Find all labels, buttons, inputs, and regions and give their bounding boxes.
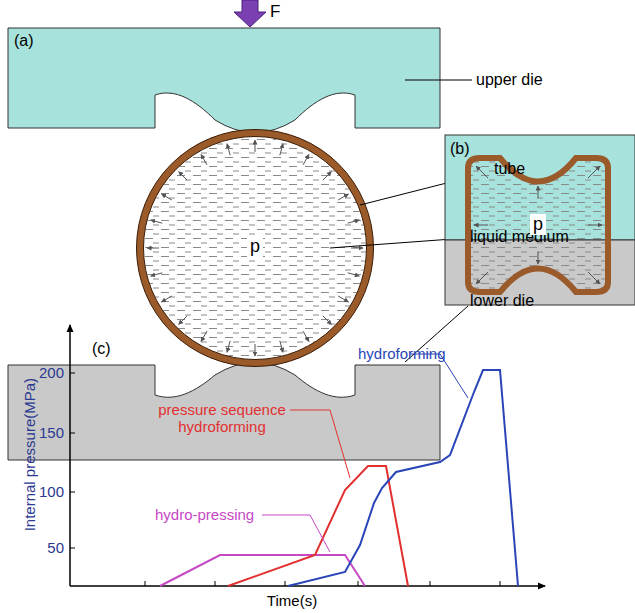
part-name: lower die bbox=[470, 292, 534, 310]
pressure-arrow bbox=[280, 341, 283, 353]
tube-wall-edge bbox=[137, 130, 374, 367]
force-arrow bbox=[234, 0, 266, 27]
leader-line bbox=[405, 80, 472, 81]
tick-label: 150 bbox=[39, 424, 64, 441]
part-name: tube bbox=[494, 160, 525, 178]
pressure-arrow bbox=[179, 172, 188, 181]
pressure-symbol: p bbox=[530, 214, 546, 235]
pressure-arrow bbox=[147, 248, 159, 249]
pressure-arrow bbox=[303, 155, 309, 165]
upper-die bbox=[8, 28, 440, 133]
panel-label: (c) bbox=[92, 340, 111, 358]
pressure-arrow bbox=[323, 316, 332, 325]
pressure-arrow bbox=[255, 140, 256, 152]
pressure-arrow bbox=[162, 296, 172, 302]
pressure-arrow bbox=[227, 144, 230, 156]
y-axis bbox=[69, 325, 71, 586]
part-name: upper die bbox=[476, 71, 543, 89]
pressure-arrow bbox=[201, 155, 207, 165]
pressure-arrow bbox=[162, 194, 172, 200]
pressure-arrow bbox=[151, 220, 163, 223]
axis-title: Time(s) bbox=[267, 592, 317, 609]
curve-label: pressure sequence hydroforming bbox=[152, 401, 292, 436]
axis-title: Internal pressure(MPa) bbox=[21, 378, 38, 531]
leader-line bbox=[262, 515, 330, 552]
pressure-arrow bbox=[227, 341, 230, 353]
pressure-arrow bbox=[323, 172, 332, 181]
pressure-arrow bbox=[255, 344, 256, 356]
pressure-symbol: p bbox=[247, 236, 263, 257]
sequence-curve bbox=[228, 466, 408, 586]
tick-label: 50 bbox=[47, 539, 64, 556]
pressure-arrow bbox=[151, 273, 163, 276]
tick-label: 200 bbox=[39, 364, 64, 381]
force-label: F bbox=[270, 2, 280, 22]
curve-label: hydro-pressing bbox=[155, 506, 254, 523]
tick-label: 100 bbox=[39, 483, 64, 500]
leader-line bbox=[290, 410, 350, 478]
pressure-arrow bbox=[351, 248, 363, 249]
pressure-arrow bbox=[201, 331, 207, 341]
hydro-pressing-curve bbox=[160, 555, 365, 586]
pressure-arrow bbox=[280, 144, 283, 156]
pressure-arrow bbox=[303, 331, 309, 341]
x-axis bbox=[70, 585, 545, 587]
pressure-arrows bbox=[474, 166, 602, 284]
pressure-arrow bbox=[348, 220, 360, 223]
pressure-arrow bbox=[348, 273, 360, 276]
panel-label: (b) bbox=[450, 140, 470, 158]
lower-die bbox=[8, 363, 440, 461]
axis-ticks bbox=[70, 373, 500, 586]
pressure-arrow bbox=[338, 194, 348, 200]
pressure-arrow bbox=[179, 316, 188, 325]
pressure-arrow bbox=[338, 296, 348, 302]
part-name: liquid medium bbox=[470, 228, 569, 246]
curve-label: hydroforming bbox=[358, 345, 446, 362]
formed-tube bbox=[468, 158, 608, 292]
hydroforming-curve bbox=[288, 370, 518, 586]
panel-label: (a) bbox=[14, 32, 34, 50]
